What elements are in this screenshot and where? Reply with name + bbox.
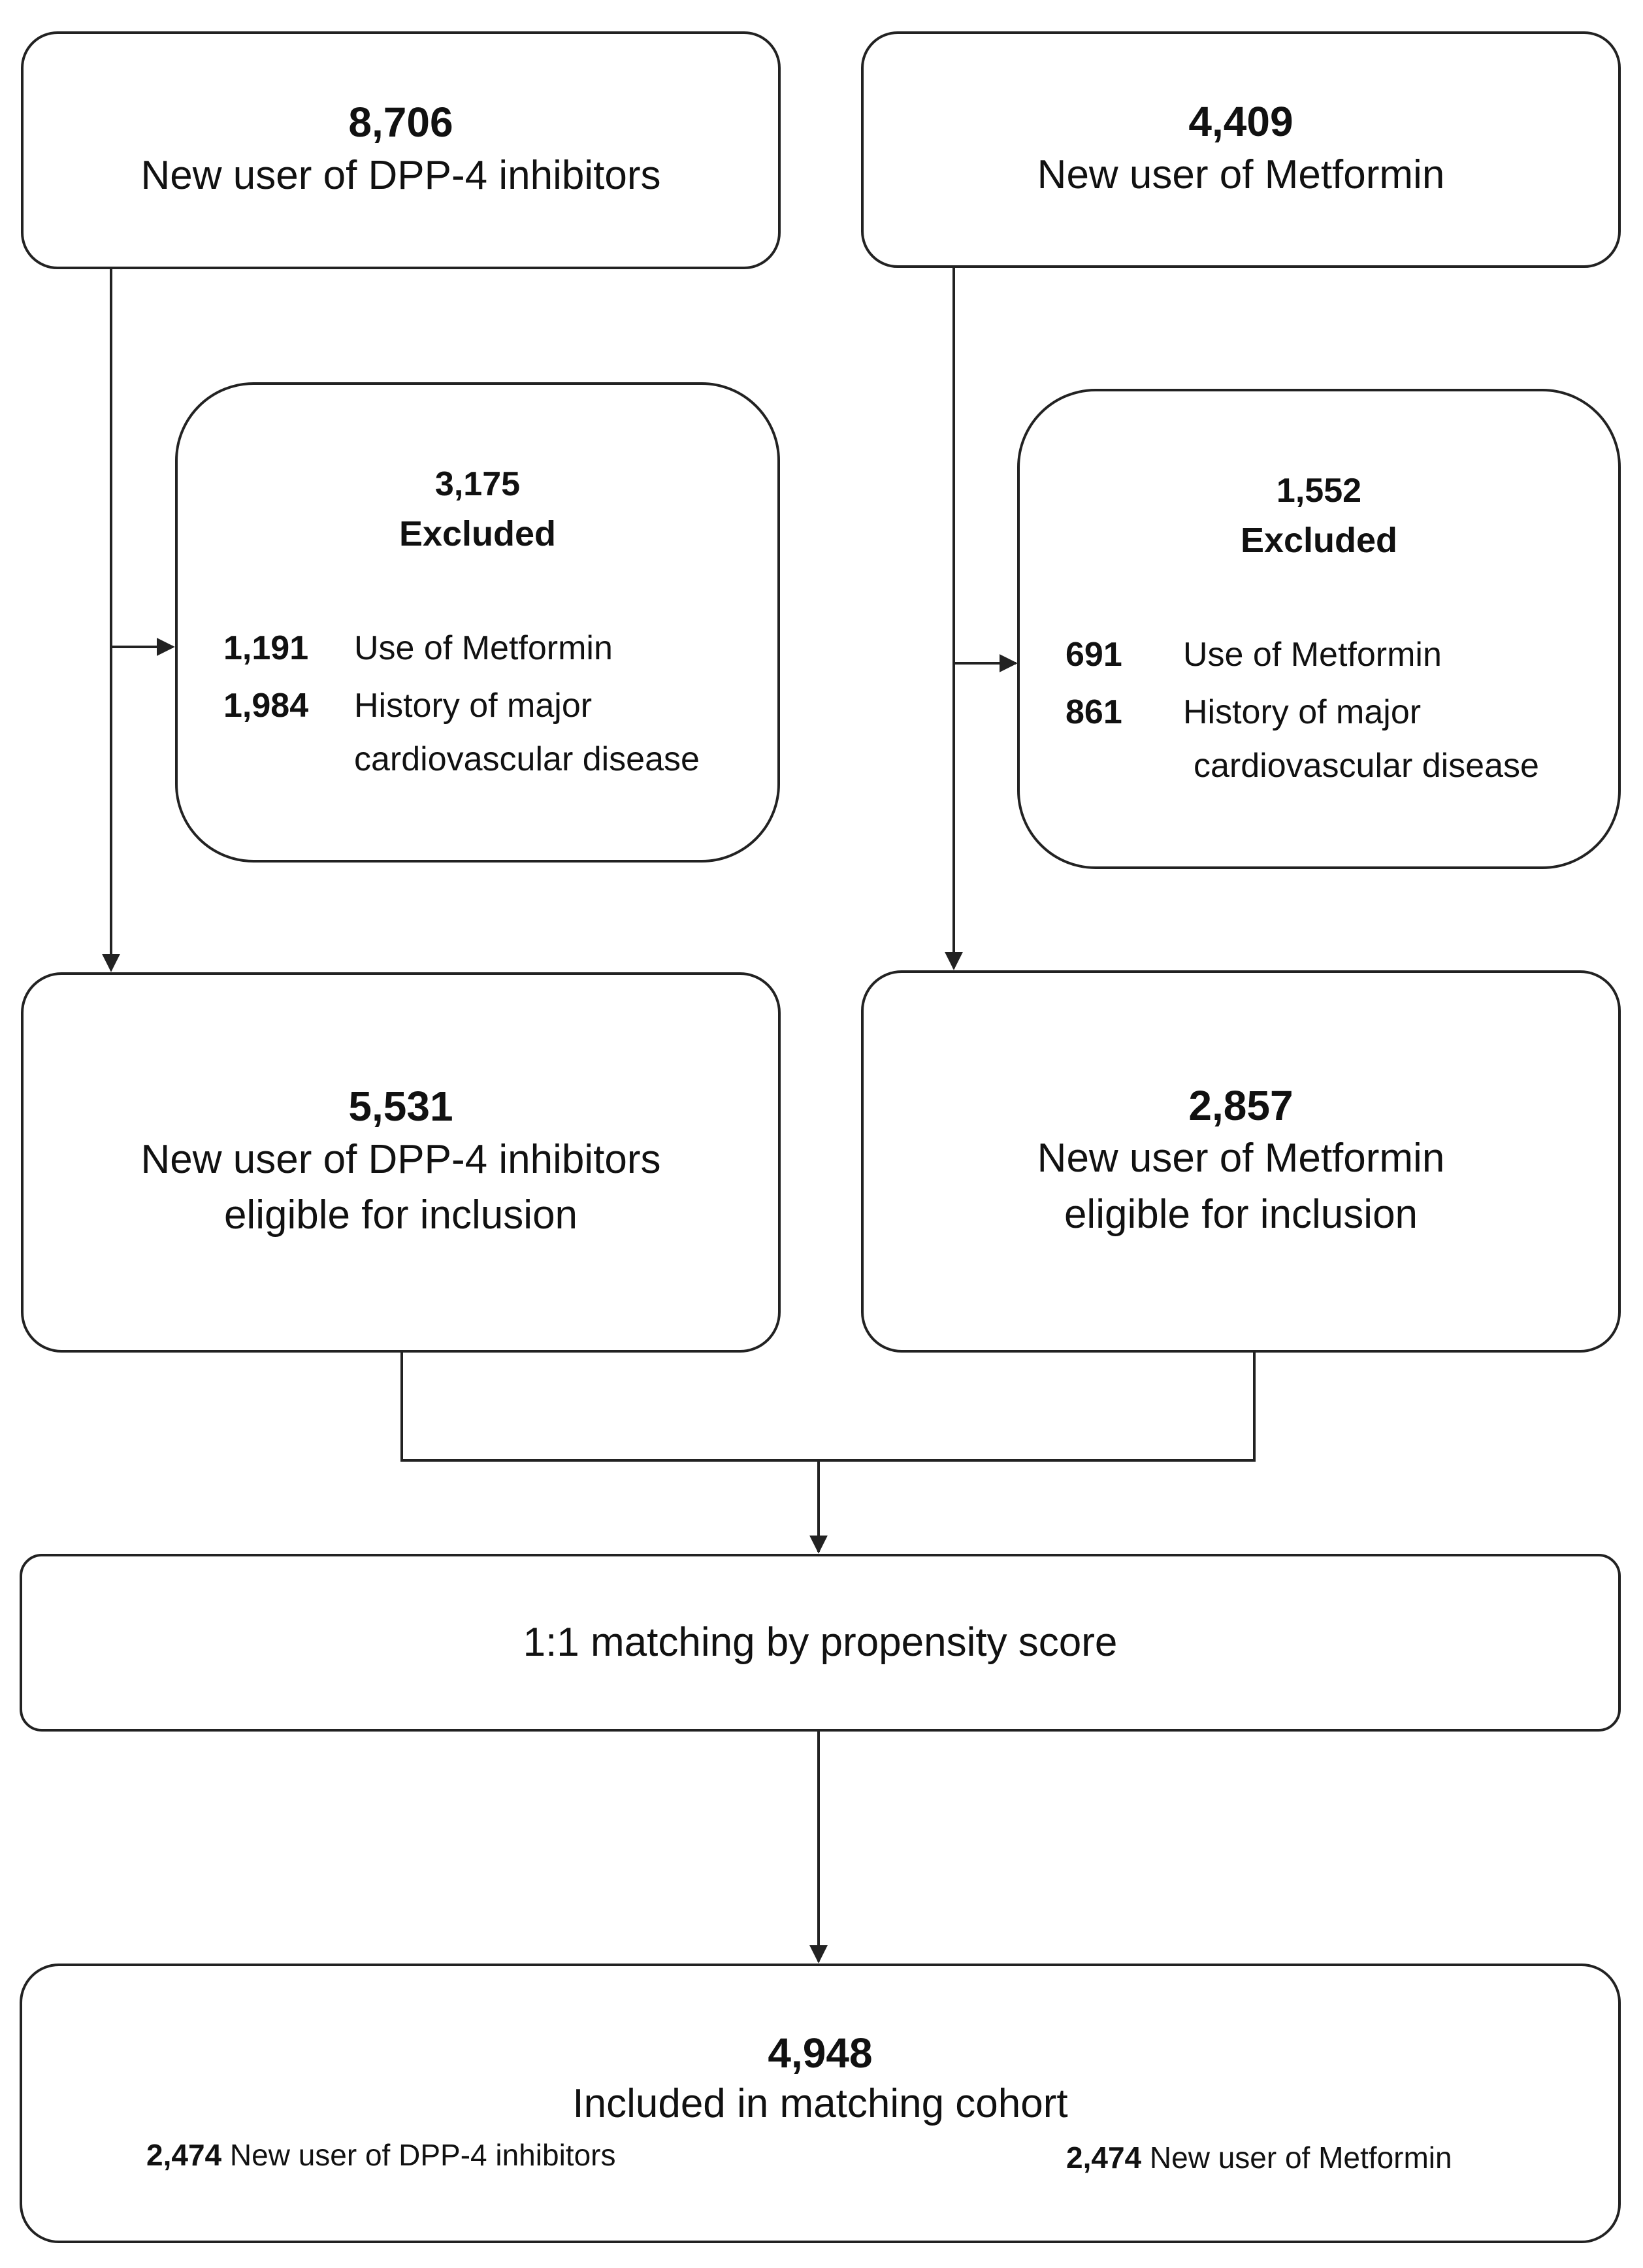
cohort-metformin-label: New user of Metformin (1149, 2141, 1452, 2175)
merge-connector (400, 1351, 1256, 1462)
matching-cohort-box: 4,948 Included in matching cohort 2,474 … (20, 1964, 1621, 2243)
cohort-dpp4-label: New user of DPP-4 inhibitors (229, 2138, 616, 2172)
dpp4-excluded-item-count: 1,191 (223, 629, 309, 667)
metformin-eligible-count: 2,857 (1188, 1081, 1293, 1129)
metformin-new-users-count: 4,409 (1188, 97, 1293, 145)
dpp4-excluded-item-count: 1,984 (223, 687, 309, 725)
dpp4-eligible-box: 5,531 New user of DPP-4 inhibitors eligi… (21, 972, 781, 1353)
dpp4-eligible-count: 5,531 (348, 1083, 453, 1130)
cohort-dpp4-subgroup: 2,474 New user of DPP-4 inhibitors (146, 2137, 615, 2173)
metformin-eligible-line1: New user of Metformin (1037, 1136, 1445, 1181)
dpp4-excluded-item-reason: History of major (354, 687, 593, 725)
dpp4-new-users-label: New user of DPP-4 inhibitors (140, 152, 661, 198)
propensity-matching-box: 1:1 matching by propensity score (20, 1554, 1621, 1732)
metformin-excluded-item-reason: Use of Metformin (1183, 636, 1442, 674)
metformin-excluded-count: 1,552 (1276, 472, 1362, 510)
dpp4-eligible-line2: eligible for inclusion (223, 1192, 578, 1238)
metformin-excluded-item-count: 861 (1066, 693, 1122, 731)
dpp4-excluded-title: Excluded (399, 514, 557, 553)
metformin-excluded-item-reason: History of major (1183, 693, 1422, 731)
cohort-dpp4-count: 2,474 (146, 2138, 222, 2172)
metformin-eligible-line2: eligible for inclusion (1064, 1191, 1418, 1237)
matching-cohort-label: Included in matching cohort (572, 2080, 1068, 2126)
metformin-excluded-item-count: 691 (1066, 636, 1122, 674)
dpp4-eligible-line1: New user of DPP-4 inhibitors (140, 1136, 661, 1182)
dpp4-new-users-count: 8,706 (348, 98, 453, 146)
dpp4-excluded-item-reason: Use of Metformin (354, 629, 613, 667)
matching-cohort-count: 4,948 (768, 2030, 873, 2077)
metformin-excluded-box: 1,552 Excluded 691 Use of Metformin 861 … (1017, 389, 1621, 869)
cohort-metformin-count: 2,474 (1066, 2141, 1142, 2175)
metformin-excluded-item-reason-cont: cardiovascular disease (1194, 747, 1539, 785)
cohort-metformin-subgroup: 2,474 New user of Metformin (1066, 2140, 1452, 2175)
metformin-new-users-box: 4,409 New user of Metformin (861, 31, 1621, 268)
metformin-new-users-label: New user of Metformin (1037, 152, 1445, 197)
dpp4-excluded-box: 3,175 Excluded 1,191 Use of Metformin 1,… (175, 382, 780, 863)
dpp4-excluded-item-reason-cont: cardiovascular disease (354, 740, 700, 778)
propensity-matching-label: 1:1 matching by propensity score (523, 1620, 1118, 1666)
metformin-excluded-title: Excluded (1240, 521, 1398, 560)
dpp4-new-users-box: 8,706 New user of DPP-4 inhibitors (21, 31, 781, 269)
metformin-eligible-box: 2,857 New user of Metformin eligible for… (861, 970, 1621, 1353)
dpp4-excluded-count: 3,175 (434, 465, 521, 503)
